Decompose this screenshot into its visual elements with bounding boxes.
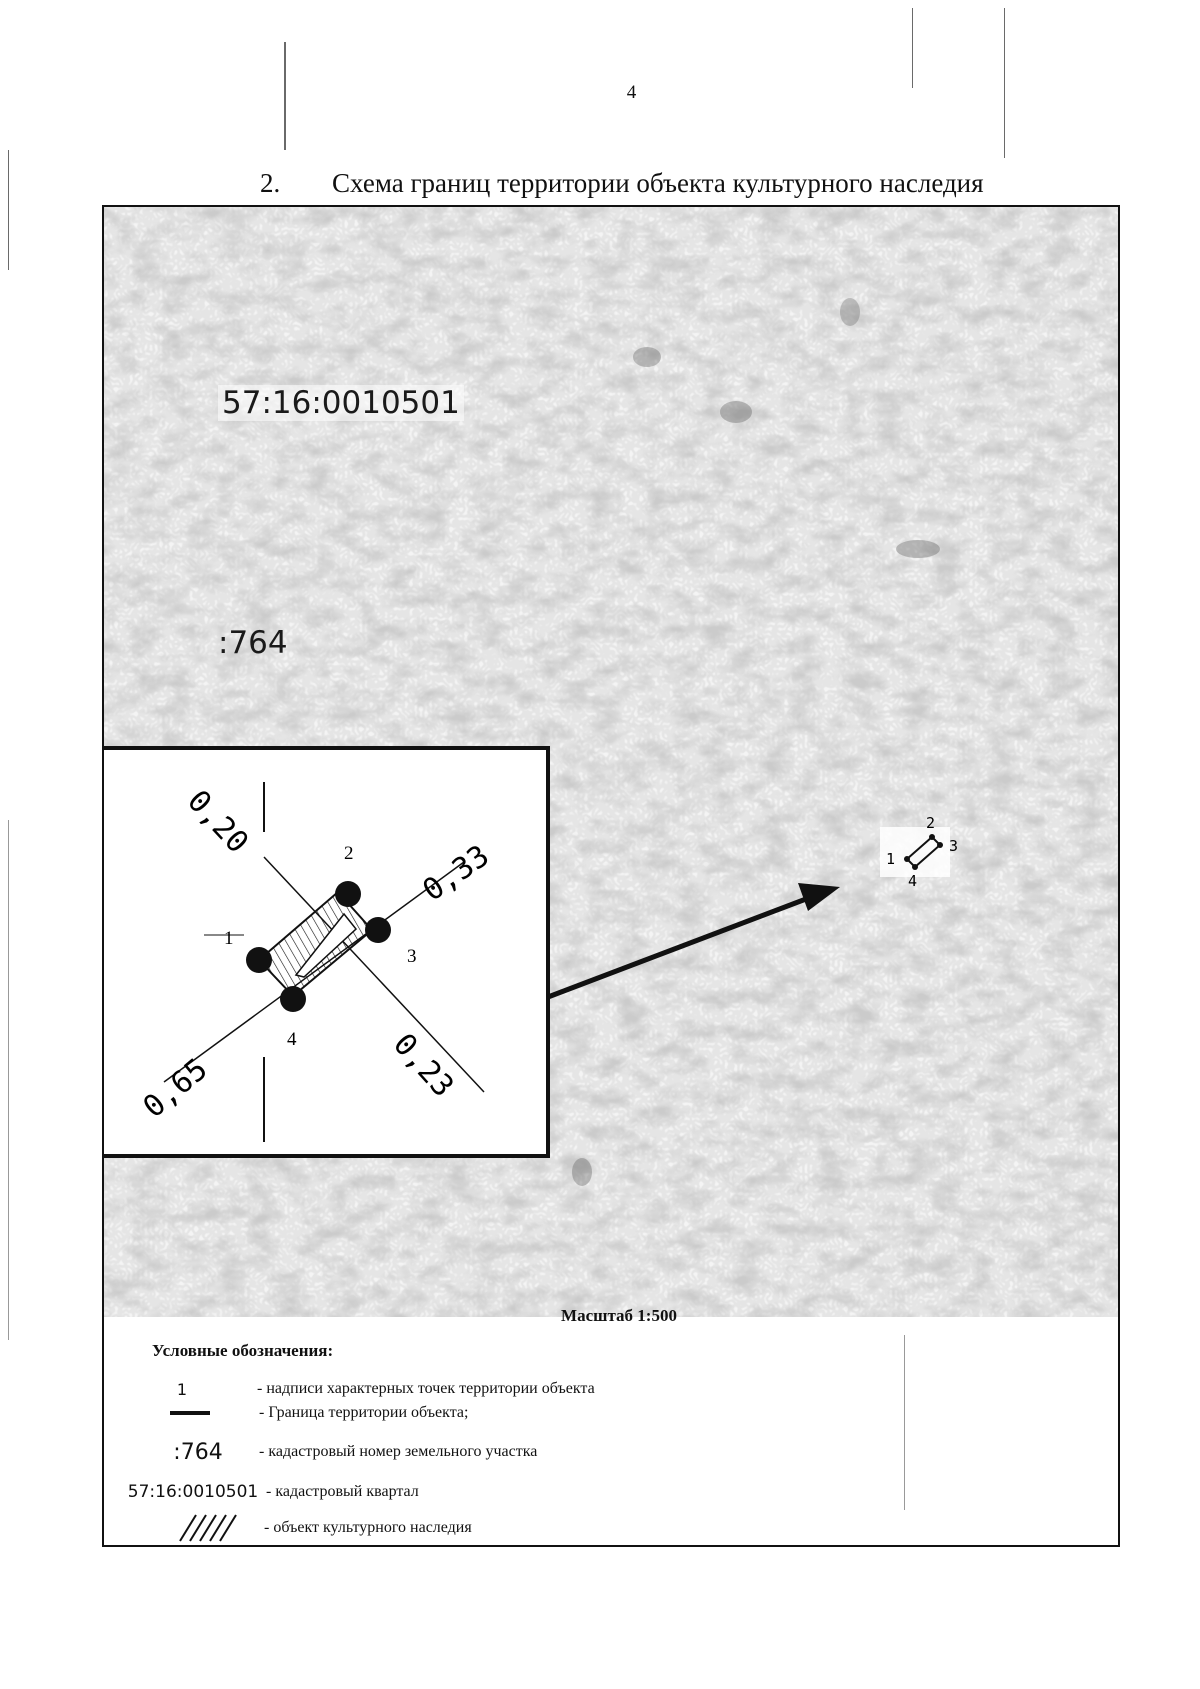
scan-artifact-line xyxy=(284,42,286,150)
inset-point-marker xyxy=(365,917,391,943)
inset-point-marker xyxy=(335,881,361,907)
cadastral-parcel-label: :764 xyxy=(218,625,288,661)
legend-symbol-quarter: 57:16:0010501 xyxy=(127,1482,259,1502)
legend-symbol-point-number: 1 xyxy=(176,1379,188,1399)
pointer-arrow-shaft xyxy=(547,896,807,1000)
inset-point-label: 3 xyxy=(407,946,417,967)
legend-item-parcel-number: :764 - кадастровый номер земельного учас… xyxy=(104,1437,904,1467)
legend-item-point-label: 1 - надписи характерных точек территории… xyxy=(104,1377,904,1401)
inset-point-marker xyxy=(246,947,272,973)
site-point-marker xyxy=(929,834,935,840)
site-point-marker xyxy=(904,856,910,862)
map-legend: Условные обозначения: 1 - надписи характ… xyxy=(104,1333,1118,1545)
site-point-marker xyxy=(937,842,943,848)
map-scale: Масштаб 1:500 xyxy=(561,1306,677,1325)
legend-text: - надписи характерных точек территории о… xyxy=(257,1380,595,1397)
scan-artifact-line xyxy=(8,150,9,270)
boundary-line-icon xyxy=(170,1410,210,1416)
map-blotch xyxy=(633,347,661,367)
inset-diagonal-1 xyxy=(263,856,485,1093)
site-point-label: 3 xyxy=(949,837,958,855)
inset-point-label: 1 xyxy=(224,928,234,949)
heading-number: 2. xyxy=(260,168,281,198)
page-heading: 2. Схема границ территории объекта культу… xyxy=(260,168,984,199)
site-point-marker xyxy=(912,864,918,870)
heritage-object-inner xyxy=(294,912,358,978)
legend-divider xyxy=(904,1335,905,1510)
page-number: 4 xyxy=(626,82,637,103)
scan-artifact-line xyxy=(8,820,9,1340)
map-blotch xyxy=(840,298,860,326)
legend-text: - кадастровый квартал xyxy=(266,1483,419,1500)
legend-text: - Граница территории объекта; xyxy=(259,1404,469,1421)
scan-artifact-line xyxy=(912,8,913,88)
legend-item-boundary: - Граница территории объекта; xyxy=(104,1401,904,1425)
map-blotch xyxy=(720,401,752,423)
map-frame: 1 2 3 4 0,20 0,33 0,23 0,65 1 2 3 4 57:1… xyxy=(102,205,1120,1547)
legend-title: Условные обозначения: xyxy=(152,1341,334,1360)
map-blotch xyxy=(572,1158,592,1186)
inset-point-label: 4 xyxy=(287,1029,297,1050)
cadastral-quarter-label: 57:16:0010501 xyxy=(218,385,464,421)
inset-point-label: 2 xyxy=(344,843,354,864)
scan-artifact-line xyxy=(1004,8,1005,158)
heading-text: Схема границ территории объекта культурн… xyxy=(332,168,984,198)
legend-text: - кадастровый номер земельного участка xyxy=(259,1443,538,1460)
cadastral-map: 1 2 3 4 0,20 0,33 0,23 0,65 1 2 3 4 57:1… xyxy=(104,207,1118,1317)
site-point-label: 1 xyxy=(886,850,895,868)
map-canvas: 1 2 3 4 0,20 0,33 0,23 0,65 1 2 3 4 xyxy=(104,207,1118,1317)
legend-symbol-parcel: :764 xyxy=(173,1439,223,1465)
legend-item-cadastral-quarter: 57:16:0010501 - кадастровый квартал xyxy=(104,1479,904,1505)
pointer-arrow-head xyxy=(798,883,840,911)
legend-item-heritage: - объект культурного наследия xyxy=(104,1513,904,1543)
site-point-label: 2 xyxy=(926,814,935,832)
map-blotch xyxy=(896,540,940,558)
legend-text: - объект культурного наследия xyxy=(264,1519,472,1536)
inset-point-marker xyxy=(280,986,306,1012)
site-point-label: 4 xyxy=(908,872,917,890)
hatch-pattern-icon xyxy=(176,1514,240,1542)
